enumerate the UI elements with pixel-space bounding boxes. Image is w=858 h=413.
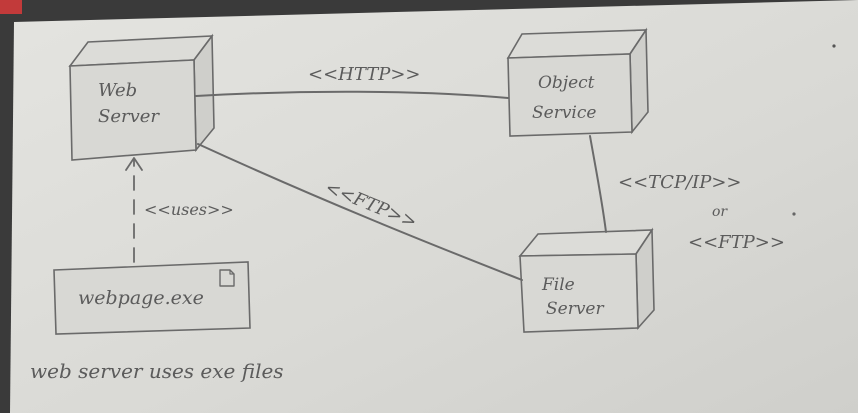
- uses-arrowhead: [125, 157, 143, 171]
- object-service-label-1: Object: [538, 73, 595, 93]
- stray-dot: [832, 44, 836, 48]
- webpage-artifact[interactable]: webpage.exe: [53, 261, 251, 335]
- web-server-label-2: Server: [98, 106, 160, 127]
- tcp-ip-connection: [589, 135, 607, 233]
- web-server-node[interactable]: Web Server: [68, 33, 215, 161]
- object-service-node[interactable]: Object Service: [506, 27, 649, 137]
- http-connection: [195, 90, 509, 99]
- ftp-connection: [197, 143, 523, 281]
- file-server-label-2: Server: [546, 299, 604, 319]
- webpage-artifact-label: webpage.exe: [78, 287, 204, 309]
- stray-dot-2: [792, 212, 796, 216]
- file-server-label-1: File: [541, 275, 575, 295]
- file-server-node[interactable]: File Server: [518, 227, 655, 333]
- web-server-label-1: Web: [98, 80, 137, 101]
- ftp2-label: <<FTP>>: [688, 232, 785, 253]
- red-corner: [0, 0, 22, 14]
- tcp-ip-label: <<TCP/IP>>: [618, 172, 742, 193]
- object-service-label-2: Service: [532, 103, 596, 123]
- document-icon: [219, 269, 235, 287]
- or-label: or: [712, 204, 728, 220]
- http-label: <<HTTP>>: [308, 64, 420, 85]
- caption-text: web server uses exe files: [30, 359, 284, 383]
- uses-label: <<uses>>: [144, 200, 234, 219]
